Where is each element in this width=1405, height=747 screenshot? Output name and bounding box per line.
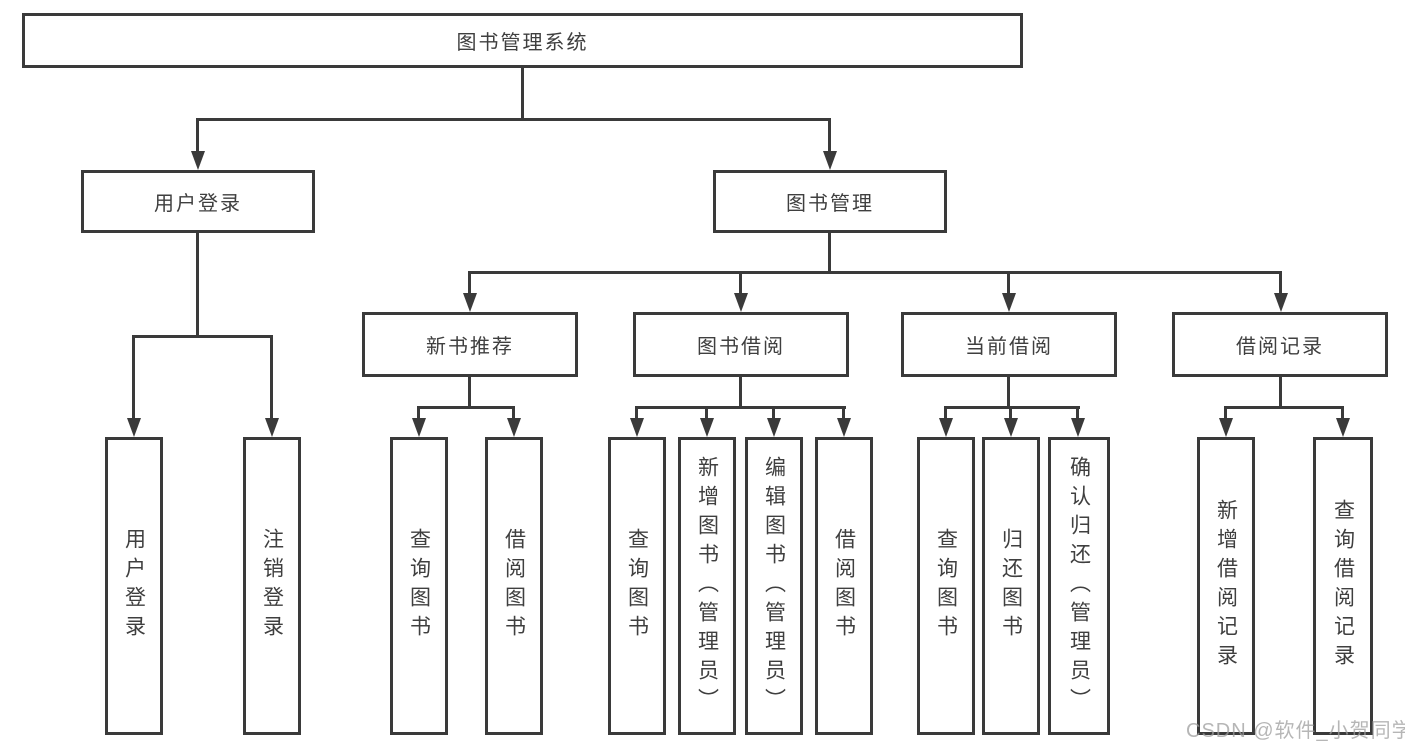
arrowhead-down-icon <box>1274 293 1288 312</box>
leaf-borrow-books-recommend: 借阅图书 <box>485 437 543 735</box>
connector-line <box>468 271 1282 274</box>
connector-line <box>842 406 845 421</box>
leaf-add-books-admin: 新增图书（管理员） <box>678 437 736 735</box>
node-label: 注销登录 <box>260 528 284 644</box>
node-book-borrowing: 图书借阅 <box>633 312 849 377</box>
connector-line <box>635 406 846 409</box>
arrowhead-down-icon <box>767 418 781 437</box>
arrowhead-down-icon <box>837 418 851 437</box>
arrowhead-down-icon <box>507 418 521 437</box>
arrowhead-down-icon <box>463 293 477 312</box>
connector-line <box>196 233 199 335</box>
node-label: 查询图书 <box>407 528 431 644</box>
connector-line <box>705 406 708 421</box>
connector-line <box>828 233 831 271</box>
leaf-query-borrow-record: 查询借阅记录 <box>1313 437 1373 735</box>
connector-line <box>132 335 273 338</box>
connector-line <box>635 406 638 421</box>
node-label: 编辑图书（管理员） <box>762 455 786 717</box>
leaf-return-books: 归还图书 <box>982 437 1040 735</box>
leaf-borrow-books: 借阅图书 <box>815 437 873 735</box>
connector-line <box>512 406 515 421</box>
node-label: 图书管理系统 <box>456 32 589 54</box>
node-label: 确认归还（管理员） <box>1067 455 1091 717</box>
arrowhead-down-icon <box>734 293 748 312</box>
connector-line <box>196 118 199 154</box>
arrowhead-down-icon <box>265 418 279 437</box>
connector-line <box>1279 271 1282 296</box>
connector-line <box>772 406 775 421</box>
arrowhead-down-icon <box>191 151 205 170</box>
node-library-management-system: 图书管理系统 <box>22 13 1023 68</box>
connector-line <box>1341 406 1344 421</box>
arrowhead-down-icon <box>1071 418 1085 437</box>
node-label: 新增借阅记录 <box>1214 499 1238 673</box>
node-label: 查询图书 <box>934 528 958 644</box>
node-label: 归还图书 <box>999 528 1023 644</box>
csdn-watermark: CSDN @软件_小贺同学 <box>1186 720 1405 742</box>
connector-line <box>1007 271 1010 296</box>
connector-line <box>739 377 742 406</box>
node-label: 借阅图书 <box>502 528 526 644</box>
node-current-borrowing: 当前借阅 <box>901 312 1117 377</box>
leaf-confirm-return-admin: 确认归还（管理员） <box>1048 437 1110 735</box>
connector-line <box>468 271 471 296</box>
leaf-user-login: 用户登录 <box>105 437 163 735</box>
connector-line <box>1224 406 1227 421</box>
connector-line <box>196 118 831 121</box>
node-label: 借阅记录 <box>1236 336 1324 358</box>
connector-line <box>739 271 742 296</box>
connector-line <box>468 377 471 406</box>
connector-line <box>1224 406 1344 409</box>
node-label: 新书推荐 <box>426 336 514 358</box>
arrowhead-down-icon <box>1004 418 1018 437</box>
node-label: 用户登录 <box>122 528 146 644</box>
arrowhead-down-icon <box>1002 293 1016 312</box>
leaf-edit-books-admin: 编辑图书（管理员） <box>745 437 803 735</box>
leaf-logout: 注销登录 <box>243 437 301 735</box>
connector-line <box>1009 406 1012 421</box>
node-borrowing-records: 借阅记录 <box>1172 312 1388 377</box>
node-label: 用户登录 <box>154 193 242 215</box>
connector-line <box>270 335 273 421</box>
node-label: 新增图书（管理员） <box>695 455 719 717</box>
leaf-add-borrow-record: 新增借阅记录 <box>1197 437 1255 735</box>
connector-line <box>1076 406 1079 421</box>
arrowhead-down-icon <box>127 418 141 437</box>
node-book-management: 图书管理 <box>713 170 947 233</box>
arrowhead-down-icon <box>939 418 953 437</box>
node-label: 借阅图书 <box>832 528 856 644</box>
node-label: 图书借阅 <box>697 336 785 358</box>
arrowhead-down-icon <box>823 151 837 170</box>
connector-line <box>944 406 1080 409</box>
node-new-book-recommend: 新书推荐 <box>362 312 578 377</box>
connector-line <box>521 68 524 118</box>
arrowhead-down-icon <box>1336 418 1350 437</box>
connector-line <box>417 406 515 409</box>
leaf-query-books-borrowing: 查询图书 <box>608 437 666 735</box>
node-label: 查询图书 <box>625 528 649 644</box>
arrowhead-down-icon <box>700 418 714 437</box>
connector-line <box>417 406 420 421</box>
leaf-query-books-recommend: 查询图书 <box>390 437 448 735</box>
connector-line <box>944 406 947 421</box>
arrowhead-down-icon <box>1219 418 1233 437</box>
node-user-login: 用户登录 <box>81 170 315 233</box>
node-label: 查询借阅记录 <box>1331 499 1355 673</box>
connector-line <box>1007 377 1010 406</box>
connector-line <box>132 335 135 421</box>
connector-line <box>828 118 831 154</box>
node-label: 当前借阅 <box>965 336 1053 358</box>
connector-line <box>1279 377 1282 406</box>
arrowhead-down-icon <box>412 418 426 437</box>
node-label: 图书管理 <box>786 193 874 215</box>
arrowhead-down-icon <box>630 418 644 437</box>
leaf-query-books-current: 查询图书 <box>917 437 975 735</box>
